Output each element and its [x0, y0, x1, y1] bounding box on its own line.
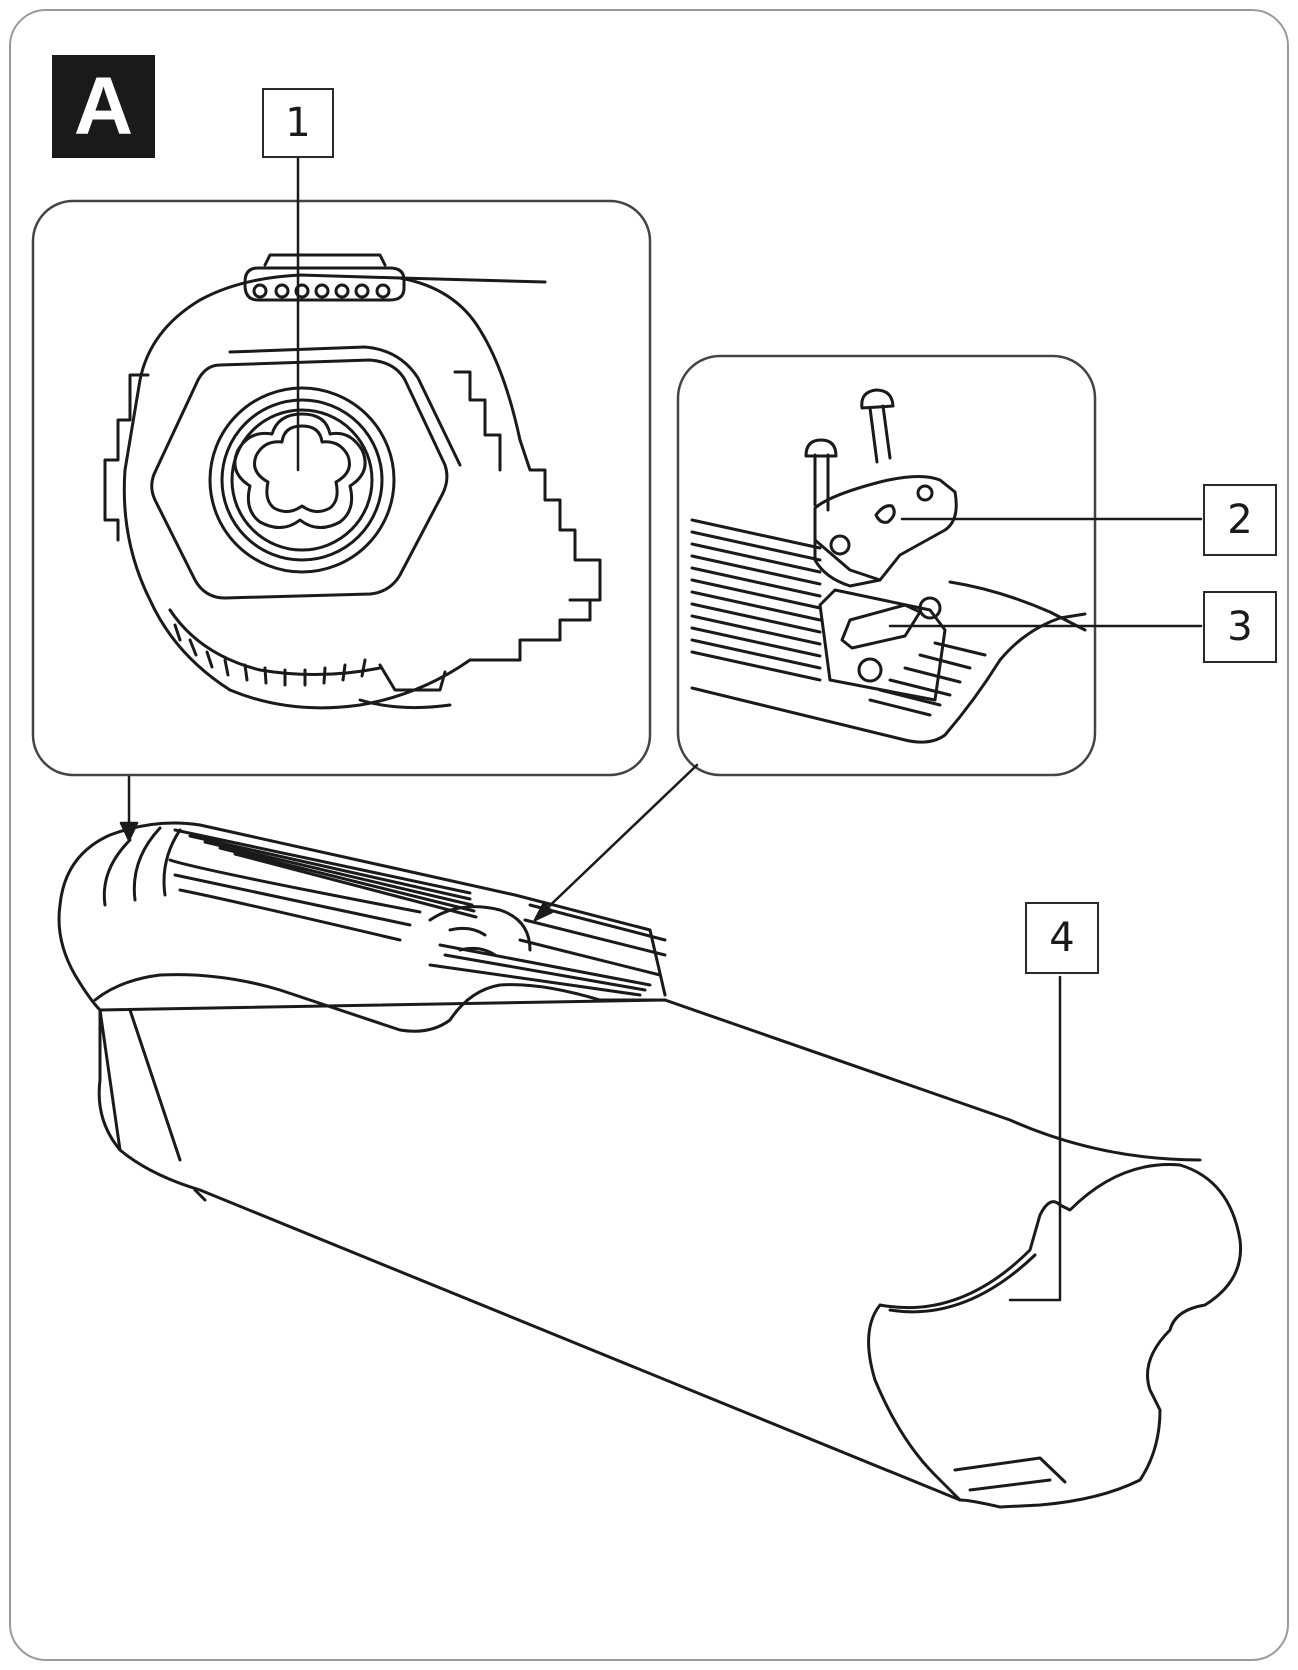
battery-drawing — [57, 821, 1243, 1509]
clip-part — [840, 603, 922, 650]
detail-frame-connector — [31, 199, 652, 777]
callout-4: 4 — [1025, 902, 1099, 974]
detail-frame-top-cover — [676, 354, 1097, 777]
page-frame — [9, 9, 1289, 1661]
callout-2: 2 — [1203, 484, 1277, 556]
trefoil-socket — [233, 412, 367, 529]
connector-end-drawing — [103, 253, 602, 710]
leader-4 — [1008, 975, 1062, 1302]
top-cover-drawing — [690, 388, 1087, 744]
detail-arrows — [119, 763, 699, 922]
callout-1: 1 — [262, 88, 334, 158]
arrow-top-cover-detail — [538, 763, 699, 917]
leader-lines — [296, 146, 1203, 1302]
panel-letter-badge: A — [52, 55, 155, 158]
contact-strip — [243, 266, 406, 302]
callout-3: 3 — [1203, 591, 1277, 663]
cover-part — [813, 475, 958, 588]
